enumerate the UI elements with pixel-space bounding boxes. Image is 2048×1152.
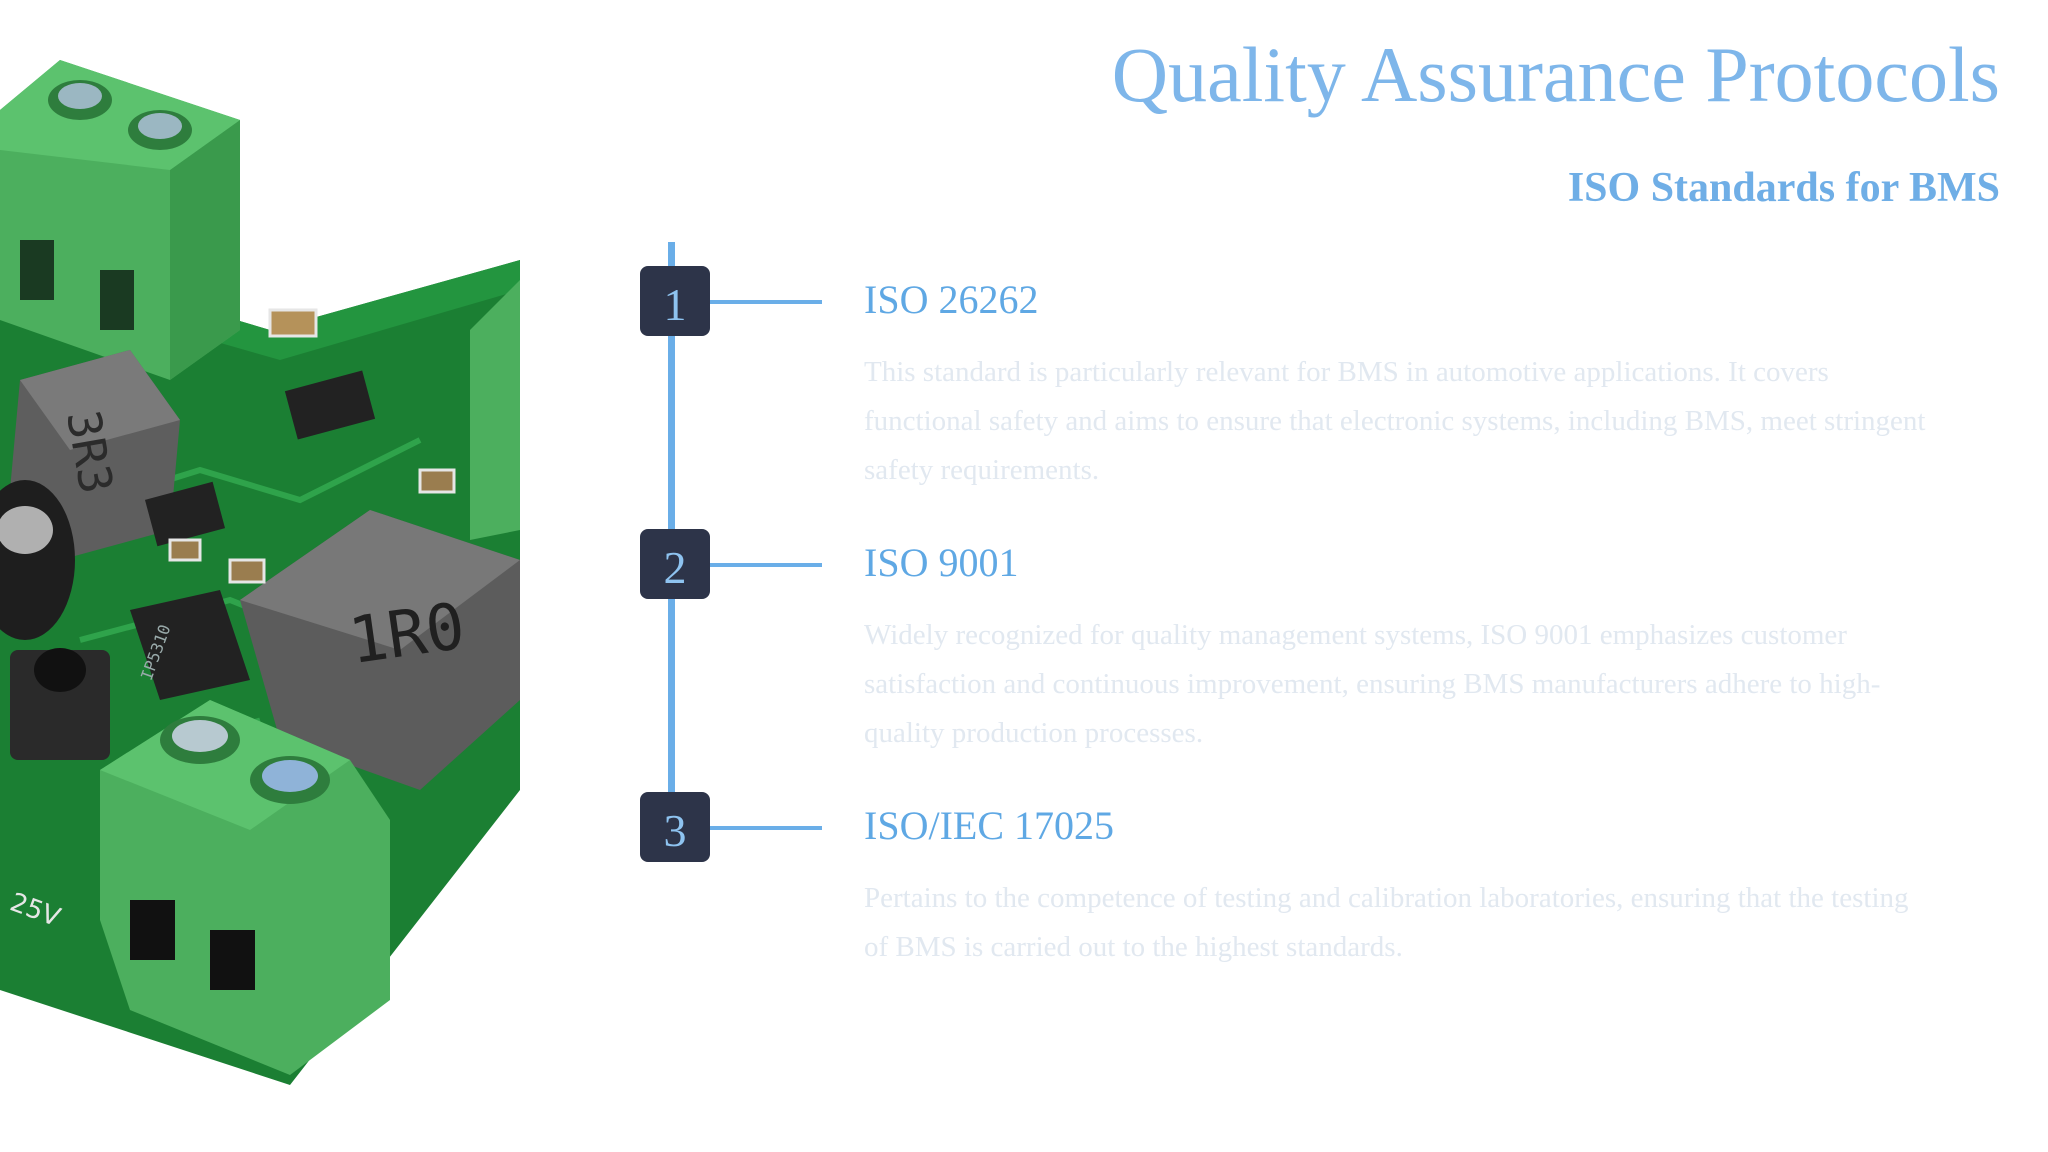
step-title: ISO 26262: [864, 277, 1039, 322]
step-description: Pertains to the competence of testing an…: [864, 882, 1909, 963]
slide-title: Quality Assurance Protocols: [1111, 31, 2000, 118]
step-connector: [710, 563, 822, 567]
step-description: This standard is particularly relevant f…: [864, 356, 1926, 486]
pcb-board-image: 3R3 IP5310 1R0: [0, 0, 520, 1090]
step-iso-iec-17025: 3 ISO/IEC 17025 Pertains to the competen…: [640, 792, 2040, 1042]
step-title: ISO/IEC 17025: [864, 803, 1114, 848]
step-number-badge: 3: [640, 792, 710, 862]
step-description: Widely recognized for quality management…: [864, 619, 1881, 749]
inductor-large-label: 1R0: [345, 590, 470, 679]
slide-subtitle: ISO Standards for BMS: [1567, 165, 2000, 211]
step-connector: [710, 826, 822, 830]
step-title: ISO 9001: [864, 540, 1019, 585]
step-number-badge: 1: [640, 266, 710, 336]
step-connector: [710, 300, 822, 304]
step-number-badge: 2: [640, 529, 710, 599]
step-iso-26262: 1 ISO 26262 This standard is particularl…: [640, 266, 2040, 516]
step-iso-9001: 2 ISO 9001 Widely recognized for quality…: [640, 529, 2040, 779]
